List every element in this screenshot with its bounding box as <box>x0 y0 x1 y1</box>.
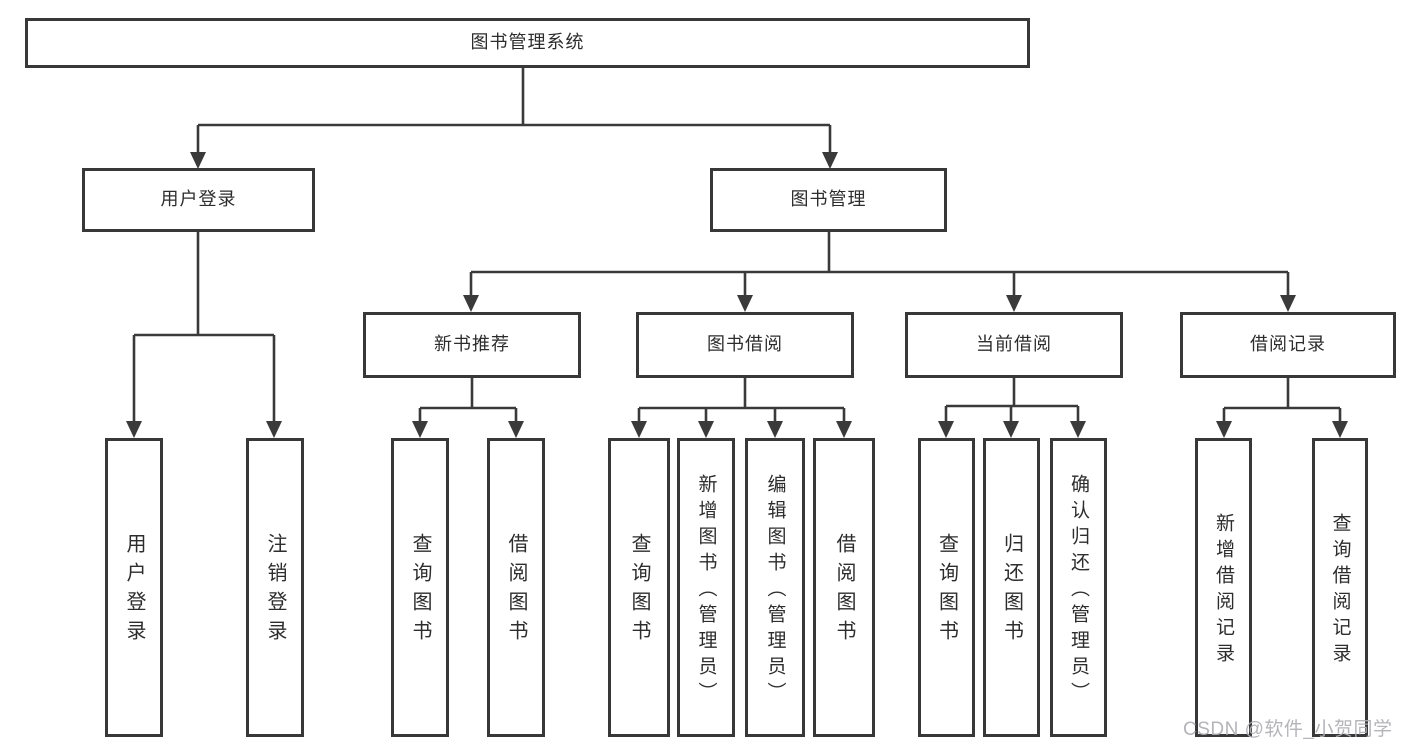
leaf-edit-books-admin: 编辑图书（管理员） <box>745 438 805 737</box>
node-library-management-system: 图书管理系统 <box>25 18 1030 68</box>
leaf-query-borrow-record: 查询借阅记录 <box>1312 438 1368 737</box>
leaf-query-books-current: 查询图书 <box>918 438 975 737</box>
connector-paths <box>132 68 1342 422</box>
leaf-add-books-admin: 新增图书（管理员） <box>677 438 735 737</box>
leaf-user-login: 用户登录 <box>105 438 163 737</box>
leaf-confirm-return-admin: 确认归还（管理员） <box>1050 438 1107 737</box>
leaf-logout: 注销登录 <box>246 438 304 737</box>
leaf-borrow-books-recommend: 借阅图书 <box>487 438 545 737</box>
node-new-book-recommendation: 新书推荐 <box>363 312 581 378</box>
node-current-borrowing: 当前借阅 <box>905 312 1123 378</box>
node-user-login: 用户登录 <box>82 168 315 232</box>
node-borrowing-records: 借阅记录 <box>1180 312 1396 378</box>
csdn-watermark: CSDN @软件_小贺同学 <box>1183 719 1393 740</box>
leaf-return-books: 归还图书 <box>983 438 1040 737</box>
leaf-query-books-borrowing: 查询图书 <box>608 438 670 737</box>
node-book-borrowing: 图书借阅 <box>636 312 854 378</box>
arrow-heads <box>126 152 1348 438</box>
node-book-management: 图书管理 <box>710 168 947 232</box>
leaf-add-borrow-record: 新增借阅记录 <box>1195 438 1252 737</box>
leaf-borrow-books-borrowing: 借阅图书 <box>813 438 875 737</box>
leaf-query-books-recommend: 查询图书 <box>391 438 449 737</box>
